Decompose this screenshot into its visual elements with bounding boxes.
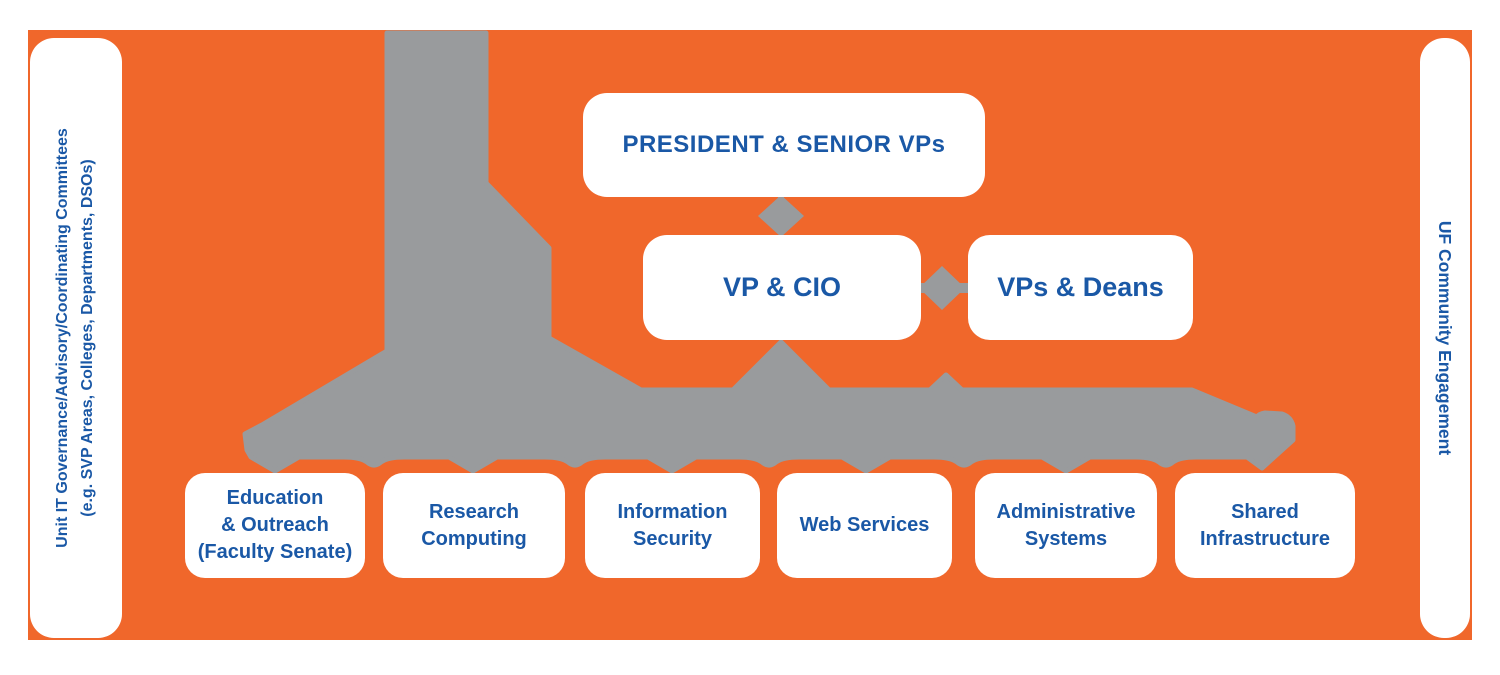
unit-label: Information Security xyxy=(617,500,728,550)
unit-label: Administrative Systems xyxy=(996,500,1136,550)
left-governance-line2: (e.g. SVP Areas, Colleges, Departments, … xyxy=(79,159,96,517)
right-engagement-label: UF Community Engagement xyxy=(1435,220,1456,456)
vpcio-vpsdeans-diamond-icon xyxy=(919,266,965,310)
vp-cio-label: VP & CIO xyxy=(722,272,842,303)
unit-box-education-outreach: Education & Outreach (Faculty Senate) xyxy=(185,473,365,578)
left-governance-line1: Unit IT Governance/Advisory/Coordinating… xyxy=(54,128,72,548)
unit-label: Research Computing xyxy=(421,500,527,550)
unit-box-web-services: Web Services xyxy=(777,473,952,578)
president-senior-vps-label: PRESIDENT & SENIOR VPs xyxy=(622,130,946,158)
unit-label: Web Services xyxy=(799,514,930,536)
unit-box-shared-infrastructure: Shared Infrastructure xyxy=(1175,473,1355,578)
vps-deans-label: VPs & Deans xyxy=(997,272,1164,303)
president-senior-vps-box: PRESIDENT & SENIOR VPs xyxy=(583,93,985,197)
left-governance-bar: Unit IT Governance/Advisory/Coordinating… xyxy=(30,38,122,638)
unit-label: Education & Outreach (Faculty Senate) xyxy=(197,487,353,563)
vp-cio-box: VP & CIO xyxy=(643,235,921,340)
governance-trunk-band-arrow xyxy=(242,30,1296,474)
unit-box-information-security: Information Security xyxy=(585,473,760,578)
right-engagement-bar: UF Community Engagement xyxy=(1420,38,1470,638)
unit-box-research-computing: Research Computing xyxy=(383,473,565,578)
president-vpcio-diamond-icon xyxy=(758,195,804,237)
unit-label: Shared Infrastructure xyxy=(1199,500,1331,550)
left-governance-label: Unit IT Governance/Advisory/Coordinating… xyxy=(30,38,122,638)
vps-deans-box: VPs & Deans xyxy=(968,235,1193,340)
unit-box-administrative-systems: Administrative Systems xyxy=(975,473,1157,578)
